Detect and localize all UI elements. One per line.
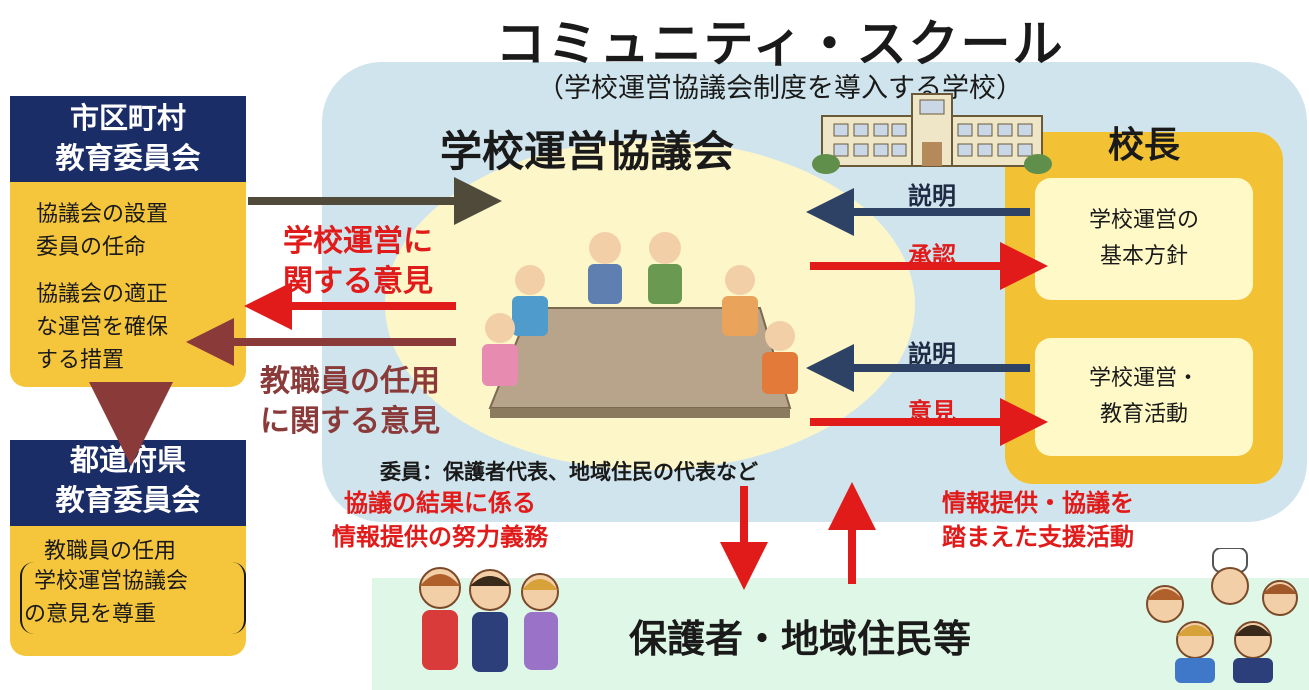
municipal-board-line-1: 市区町村: [69, 101, 186, 135]
council-title: 学校運営協議会: [440, 127, 735, 176]
school-management-opinion-line-1: 学校運営に: [283, 224, 433, 259]
council-members: 委員：保護者代表、地域住民の代表など: [380, 460, 758, 484]
school-management-opinion-label: 学校運営に 関する意見: [258, 222, 458, 302]
municipal-board-header: 市区町村 教育委員会: [10, 96, 246, 184]
municipal-board-line-2: 教育委員会: [55, 141, 201, 175]
school-activities-line-2: 教育活動: [1099, 402, 1188, 427]
page-title: コミュニティ・スクール: [495, 15, 1065, 73]
prefectural-board-line-2: 教育委員会: [55, 483, 201, 517]
school-activities-line-1: 学校運営・: [1088, 366, 1199, 391]
parents-illustration-icon: [419, 567, 559, 672]
municipal-item: 協議会の適正: [36, 282, 169, 307]
staff-appointment-opinion-label: 教職員の任用 に関する意見: [240, 362, 460, 442]
meeting-illustration-icon: [482, 232, 798, 418]
community-title: 保護者・地域住民等: [628, 617, 971, 661]
municipal-item: する措置: [36, 348, 125, 373]
prefectural-board-body: [10, 526, 246, 656]
community-people-illustration-icon: [1146, 548, 1298, 683]
school-management-opinion-line-2: 関する意見: [283, 264, 433, 299]
info-duty-label: 協議の結果に係る 情報提供の努力義務: [290, 486, 590, 554]
staff-appointment-opinion-line-2: に関する意見: [260, 404, 440, 439]
principal-title: 校長: [1107, 125, 1180, 166]
basic-policy-box: 学校運営の基本方針: [1035, 178, 1253, 300]
prefectural-item: の意見を尊重: [24, 602, 157, 627]
municipal-item: な運営を確保: [36, 315, 169, 340]
basic-policy-line-1: 学校運営の: [1088, 208, 1199, 233]
municipal-item: 協議会の設置: [36, 202, 169, 227]
support-line-1: 情報提供・協議を: [942, 489, 1134, 517]
staff-appointment-opinion-line-1: 教職員の任用: [260, 364, 440, 399]
support-line-2: 踏まえた支援活動: [942, 523, 1134, 551]
school-building-icon: [812, 93, 1052, 174]
label-explain-2: 説明: [908, 340, 956, 368]
info-duty-line-1: 協議の結果に係る: [344, 489, 536, 517]
info-duty-line-2: 情報提供の努力義務: [332, 523, 548, 551]
label-explain-1: 説明: [908, 182, 956, 210]
basic-policy-line-2: 基本方針: [1099, 244, 1188, 269]
municipal-item: 委員の任命: [36, 235, 147, 260]
support-label: 情報提供・協議を 踏まえた支援活動: [898, 486, 1178, 554]
school-activities-box: 学校運営・教育活動: [1035, 338, 1253, 456]
prefectural-item: 教職員の任用: [44, 539, 177, 564]
bracket: [20, 562, 246, 634]
prefectural-item: 学校運営協議会: [34, 569, 189, 594]
